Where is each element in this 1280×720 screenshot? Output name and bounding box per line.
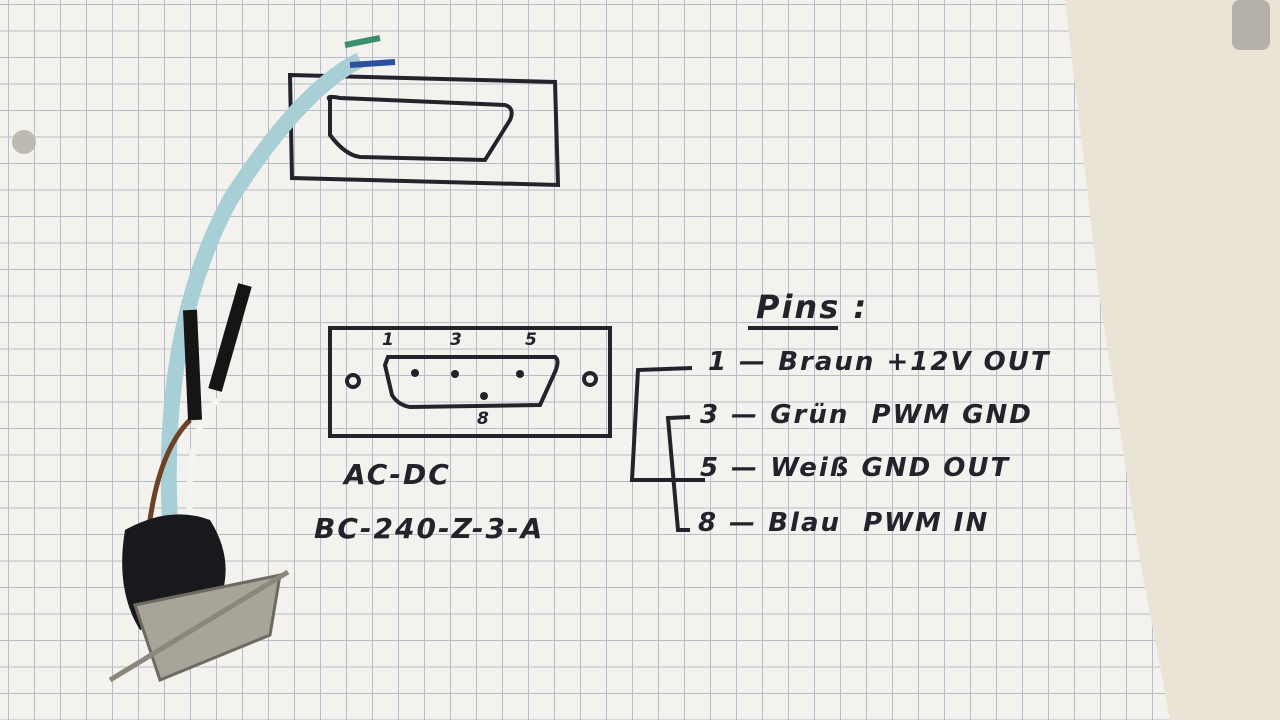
pin-function: PWM IN: [863, 508, 990, 538]
dash: —: [731, 453, 760, 483]
dash: —: [739, 347, 768, 377]
pin-number: 3: [700, 400, 721, 430]
wire-color: Grün: [770, 400, 850, 430]
connector-pin-label: 5: [525, 330, 539, 350]
pins-title: Pins :: [756, 288, 869, 326]
pin-row: 1 — Braun +12V OUT: [708, 347, 1051, 377]
connector-pin-label: 8: [477, 409, 491, 429]
wire-color: Weiß: [770, 453, 851, 483]
device-type: AC-DC: [344, 458, 451, 491]
wire-color: Blau: [768, 508, 842, 538]
pin-row: 3 — Grün PWM GND: [700, 400, 1033, 430]
pin-number: 1: [708, 347, 729, 377]
pin-row: 8 — Blau PWM IN: [698, 508, 989, 538]
connector-pin-label: 1: [382, 330, 396, 350]
pin-function: PWM GND: [871, 400, 1033, 430]
pin-dots: [411, 369, 524, 400]
pin-row: 5 — Weiß GND OUT: [700, 453, 1010, 483]
device-model: BC-240-Z-3-A: [314, 512, 545, 545]
dash: —: [731, 400, 760, 430]
pin-number: 5: [700, 453, 721, 483]
db9-connector-sketch: [328, 326, 612, 438]
cable-photo: [12, 0, 1270, 683]
connector-front-sketch: [287, 72, 561, 188]
dash: —: [729, 508, 758, 538]
wire-color: Braun: [778, 347, 876, 377]
pin-number: 8: [698, 508, 719, 538]
connector-pin-label: 3: [450, 330, 464, 350]
wiring-brackets: [629, 366, 705, 532]
pin-function: GND OUT: [861, 453, 1011, 483]
pin-function: +12V OUT: [886, 347, 1051, 377]
